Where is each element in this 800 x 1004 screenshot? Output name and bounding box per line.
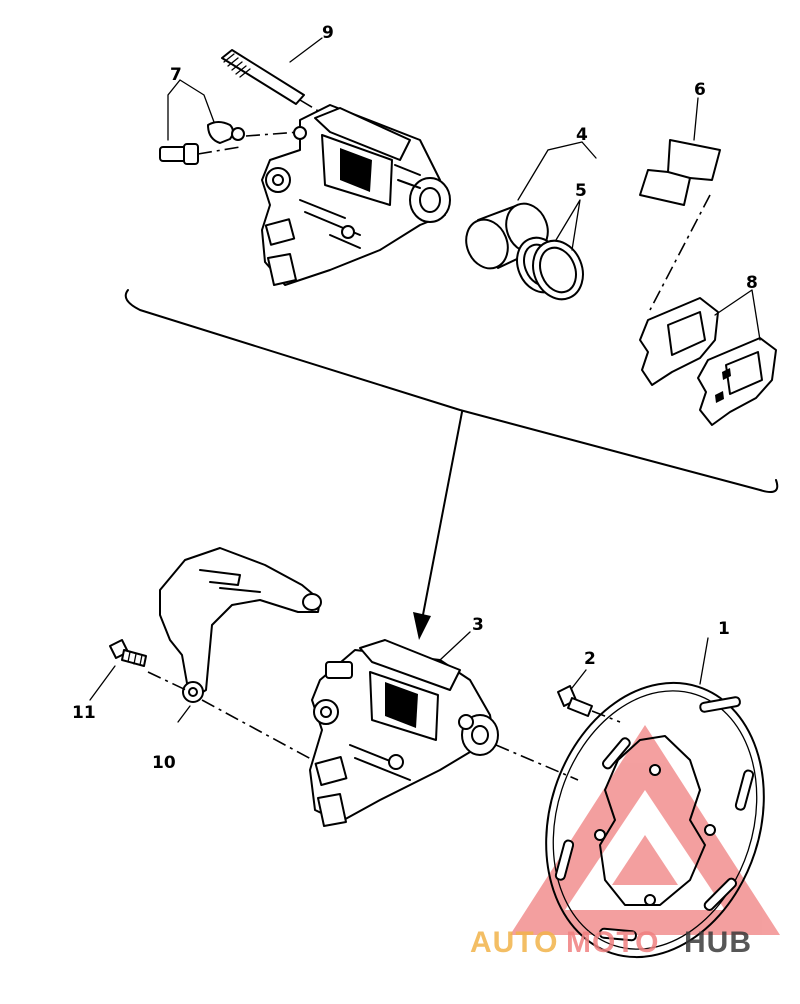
- callout-2: 2: [584, 649, 596, 669]
- caliper-assembly-3: [309, 639, 579, 827]
- watermark-word-hub: HUB: [684, 926, 752, 959]
- callout-labels: 1 2 3 4 5 6 7 8 9 10 11: [72, 23, 758, 773]
- callout-11: 11: [72, 703, 96, 723]
- piston-seals-5: [516, 236, 584, 301]
- callout-8: 8: [746, 273, 758, 293]
- callout-6: 6: [694, 80, 706, 100]
- bleed-screw-7: [159, 121, 301, 165]
- callout-leaders-bottom: [89, 631, 709, 723]
- callout-1: 1: [718, 619, 730, 639]
- caliper-body-upper: [261, 104, 451, 286]
- assembly-bracket: [124, 289, 779, 640]
- callout-5: 5: [575, 181, 587, 201]
- watermark-text: AUTO MOTO HUB: [470, 926, 752, 959]
- slide-pin-9: [221, 49, 326, 116]
- caliper-bracket: [147, 547, 323, 766]
- pad-spring-6: [639, 139, 721, 311]
- bolt-11: [109, 639, 147, 667]
- callout-leaders-top: [167, 37, 761, 341]
- watermark-triangle-core: [612, 835, 678, 885]
- callout-10: 10: [152, 753, 176, 773]
- disc-slots: [554, 696, 755, 942]
- watermark-word-auto: AUTO: [470, 926, 558, 959]
- watermark-word-moto: MOTO: [566, 926, 659, 959]
- callout-7: 7: [170, 65, 182, 85]
- brake-pads-8: [639, 297, 777, 426]
- callout-3: 3: [472, 615, 484, 635]
- bolt-2: [557, 685, 621, 723]
- callout-4: 4: [576, 125, 588, 145]
- brake-disc-1: [545, 681, 765, 959]
- callout-9: 9: [322, 23, 334, 43]
